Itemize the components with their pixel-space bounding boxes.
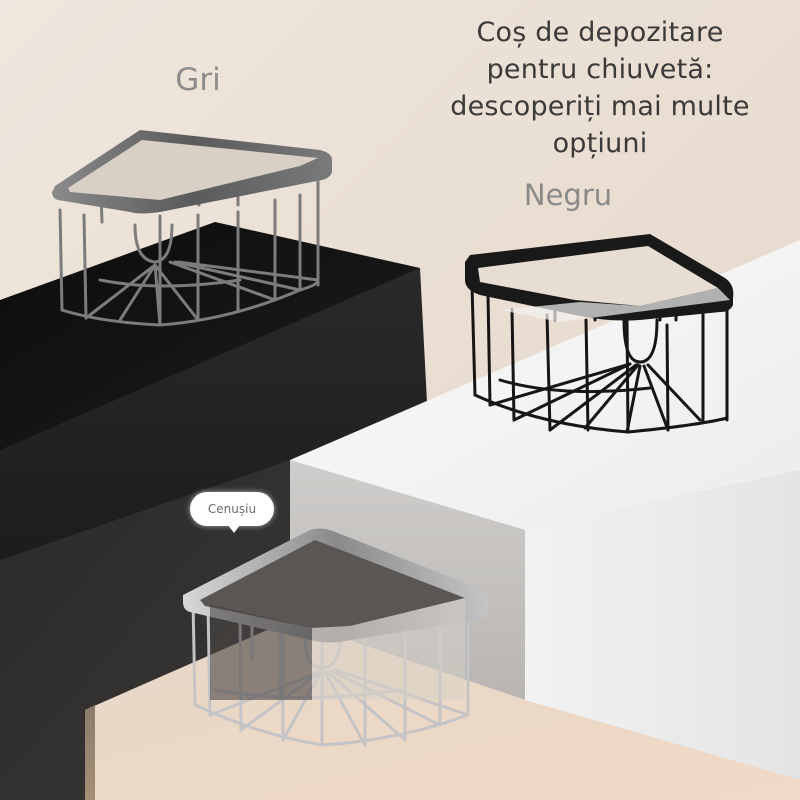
black-corner-basket (465, 234, 734, 434)
black-pedestal (0, 222, 430, 800)
headline: Coș de depozitare pentru chiuvetă: desco… (430, 14, 770, 162)
headline-line-1: Coș de depozitare (476, 17, 724, 48)
gray-corner-basket (52, 130, 332, 327)
headline-line-4: opțiuni (552, 128, 648, 159)
headline-line-2: pentru chiuvetă: (486, 54, 714, 85)
variant-label-cenusiu: Cenușiu (190, 492, 274, 533)
variant-label-negru: Negru (508, 174, 628, 216)
headline-line-3: descoperiți mai multe (450, 91, 750, 122)
silver-corner-basket (183, 528, 488, 747)
variant-label-gri: Gri (148, 58, 248, 102)
